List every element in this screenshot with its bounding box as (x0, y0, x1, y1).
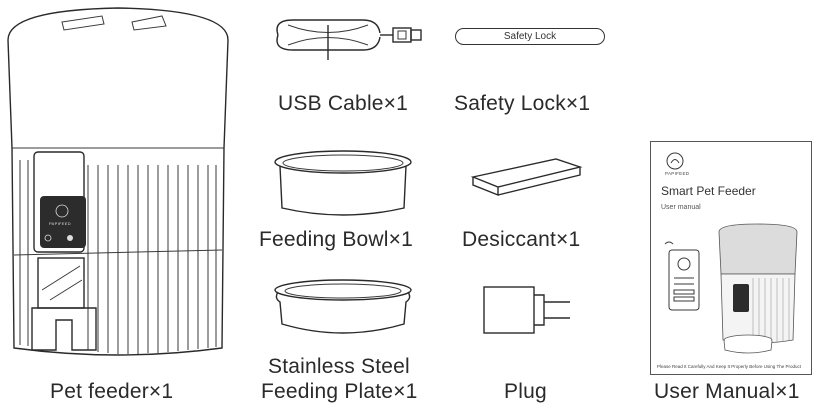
pet-feeder-drawing (7, 7, 229, 356)
manual-subtitle: User manual (661, 204, 701, 211)
desiccant-label: Desiccant×1 (462, 228, 581, 251)
usb-cable-icon (276, 19, 422, 60)
desiccant-icon (470, 158, 583, 197)
manual-logo-text: PAPIFEED (665, 171, 690, 176)
pet-feeder-illustration: PAPIFEED (0, 0, 240, 370)
manual-feeder-image (718, 223, 798, 354)
feeding-plate-icon (274, 279, 412, 334)
safety-lock-tag: Safety Lock (455, 28, 605, 45)
safety-lock-label: Safety Lock×1 (454, 92, 591, 115)
feeding-bowl-icon (274, 150, 412, 216)
usb-cable-label: USB Cable×1 (278, 92, 409, 115)
feeding-plate-label-line2: Feeding Plate×1 (261, 380, 418, 403)
manual-title: Smart Pet Feeder (661, 184, 756, 198)
pet-feeder-label: Pet feeder×1 (50, 380, 174, 403)
manual-footer-text: Please Read It Carefully And Keep It Pro… (657, 364, 801, 369)
feeding-bowl-label: Feeding Bowl×1 (259, 228, 413, 251)
plug-icon (483, 286, 570, 334)
feeding-plate-label-line1: Stainless Steel (268, 355, 410, 378)
user-manual-label: User Manual×1 (654, 380, 800, 403)
manual-phone-image (664, 241, 700, 311)
user-manual-cover: PAPIFEED Smart Pet Feeder User manual Pl… (650, 141, 812, 375)
plug-label: Plug (504, 380, 547, 403)
panel-brand-text: PAPIFEED (49, 221, 71, 226)
manual-logo-icon (666, 152, 684, 170)
